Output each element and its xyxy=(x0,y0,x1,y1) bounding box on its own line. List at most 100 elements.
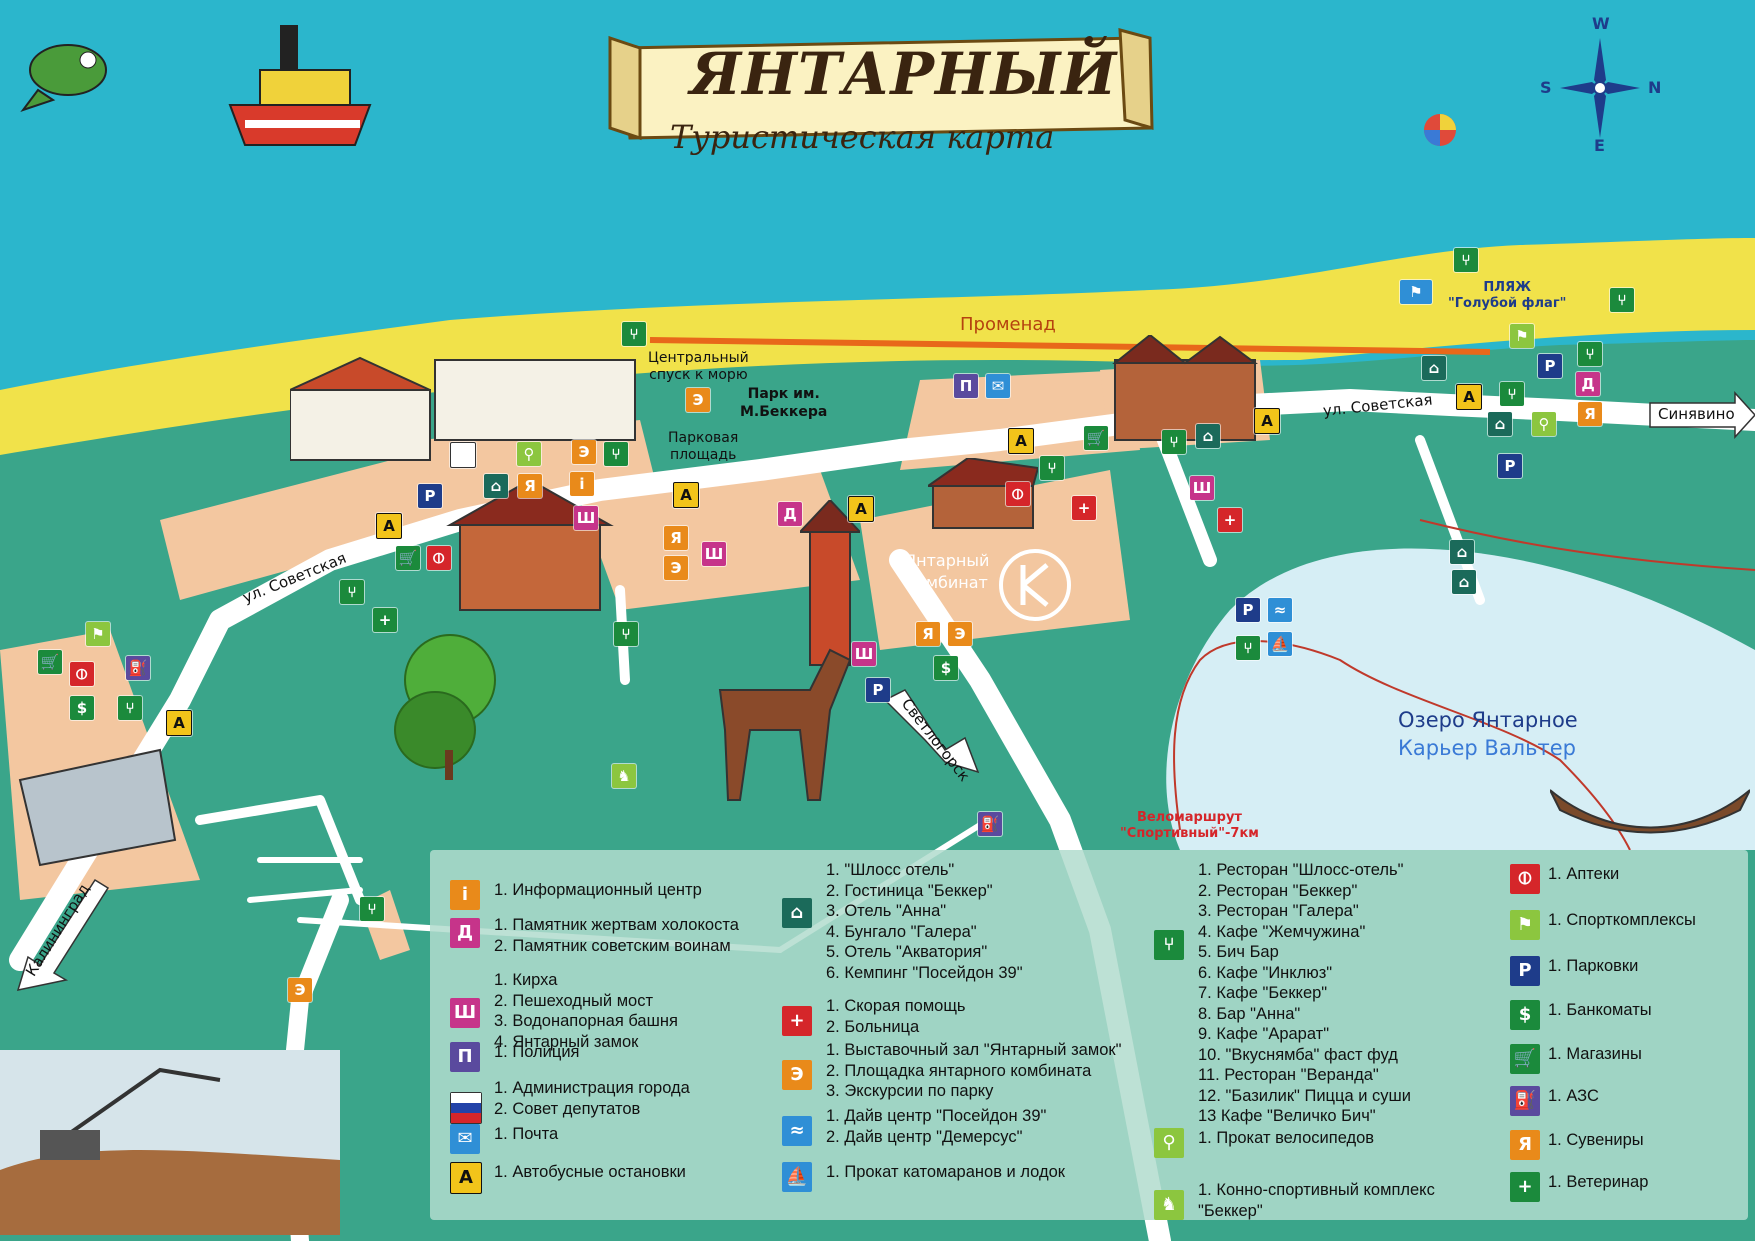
legend-item-line: 2. Площадка янтарного комбината xyxy=(826,1061,1092,1080)
restaurant-icon[interactable]: ⑂ xyxy=(1040,456,1064,480)
legend-item: 1. Автобусные остановки xyxy=(494,1162,686,1183)
bus-stop-icon[interactable]: A xyxy=(1456,384,1482,410)
exhibition-icon[interactable]: Э xyxy=(686,388,710,412)
dive-icon[interactable]: ≈ xyxy=(1268,598,1292,622)
souvenir-icon[interactable]: Я xyxy=(664,526,688,550)
hotel-icon[interactable]: ⌂ xyxy=(1422,356,1446,380)
pharmacy-icon[interactable]: ⦶ xyxy=(70,662,94,686)
exhibition-icon[interactable]: Э xyxy=(948,622,972,646)
parking-icon[interactable]: P xyxy=(1498,454,1522,478)
restaurant-icon[interactable]: ⑂ xyxy=(1236,636,1260,660)
mail-icon: ✉ xyxy=(450,1124,480,1154)
landmark-icon[interactable]: Ш xyxy=(852,642,876,666)
parking-icon: P xyxy=(1510,956,1540,986)
info-icon[interactable]: i xyxy=(570,472,594,496)
shop-icon[interactable]: 🛒 xyxy=(396,546,420,570)
label-park: Парк им. М.Беккера xyxy=(740,386,828,420)
bus-stop-icon[interactable]: A xyxy=(166,710,192,736)
horse-icon: ♞ xyxy=(1154,1190,1184,1220)
legend-item: 1. Спорткомплексы xyxy=(1548,910,1696,931)
sport-icon[interactable]: ⚑ xyxy=(1510,324,1534,348)
landmark-icon[interactable]: Ш xyxy=(574,506,598,530)
landmark-icon[interactable]: Ш xyxy=(702,542,726,566)
lake xyxy=(1166,548,1755,850)
shop-icon[interactable]: 🛒 xyxy=(38,650,62,674)
legend-column-2: ⌂1. "Шлосс отель"2. Гостиница "Беккер"3.… xyxy=(782,860,1152,1220)
pharmacy-icon[interactable]: ⦶ xyxy=(427,546,451,570)
souvenir-icon[interactable]: Я xyxy=(1578,402,1602,426)
legend-item: 1. Сувениры xyxy=(1548,1130,1644,1151)
restaurant-icon[interactable]: ⑂ xyxy=(614,622,638,646)
bike-rental-icon[interactable]: ⚲ xyxy=(1532,412,1556,436)
souvenir-icon[interactable]: Я xyxy=(916,622,940,646)
exhibition-icon[interactable]: Э xyxy=(664,556,688,580)
restaurant-icon: ⑂ xyxy=(1154,930,1184,960)
mail-icon[interactable]: ✉ xyxy=(986,374,1010,398)
first-aid-icon[interactable]: + xyxy=(1218,508,1242,532)
canoe-illustration xyxy=(1550,789,1750,834)
first-aid-icon[interactable]: + xyxy=(373,608,397,632)
bus-stop-icon[interactable]: A xyxy=(376,513,402,539)
restaurant-icon[interactable]: ⑂ xyxy=(1454,248,1478,272)
atm-icon: $ xyxy=(1510,1000,1540,1030)
legend-item-line: 1. Администрация города xyxy=(494,1079,690,1097)
bus-stop-icon[interactable]: A xyxy=(673,482,699,508)
hotel-icon[interactable]: ⌂ xyxy=(1488,412,1512,436)
hotel-icon[interactable]: ⌂ xyxy=(1452,570,1476,594)
restaurant-icon[interactable]: ⑂ xyxy=(118,696,142,720)
parking-icon[interactable]: P xyxy=(866,678,890,702)
boat-icon[interactable]: ⛵ xyxy=(1268,632,1292,656)
parking-icon[interactable]: P xyxy=(1236,598,1260,622)
fish-illustration xyxy=(20,44,107,112)
label-amber-plant: Янтарный комбинат xyxy=(905,551,990,592)
parking-icon[interactable]: P xyxy=(418,484,442,508)
monument-icon[interactable]: Д xyxy=(1576,372,1600,396)
legend-item-line: 3. Водонапорная башня xyxy=(494,1012,678,1030)
restaurant-icon[interactable]: ⑂ xyxy=(360,897,384,921)
horse-icon[interactable]: ♞ xyxy=(612,764,636,788)
sport-icon[interactable]: ⚑ xyxy=(86,622,110,646)
vet-icon: + xyxy=(1510,1172,1540,1202)
legend-item: 1. Прокат велосипедов xyxy=(1198,1128,1374,1149)
exhibition-icon[interactable]: Э xyxy=(572,440,596,464)
legend-item-line: 2. Больница xyxy=(826,1017,920,1036)
shop-icon[interactable]: 🛒 xyxy=(1084,426,1108,450)
police-icon[interactable]: П xyxy=(954,374,978,398)
fuel-icon[interactable]: ⛽ xyxy=(978,812,1002,836)
compass-rose-icon xyxy=(1560,38,1640,138)
restaurant-icon[interactable]: ⑂ xyxy=(604,442,628,466)
hotel-icon[interactable]: ⌂ xyxy=(484,474,508,498)
legend-item-line: 1. Ресторан "Шлосс-отель" xyxy=(1198,861,1404,879)
church-illustration xyxy=(446,480,614,611)
landmark-icon[interactable]: Ш xyxy=(1190,476,1214,500)
fuel-icon[interactable]: ⛽ xyxy=(126,656,150,680)
label-sinyavino: Синявино xyxy=(1658,405,1735,423)
first-aid-icon[interactable]: + xyxy=(1072,496,1096,520)
atm-icon[interactable]: $ xyxy=(934,656,958,680)
restaurant-icon[interactable]: ⑂ xyxy=(1500,382,1524,406)
shop-icon: 🛒 xyxy=(1510,1044,1540,1074)
legend-item-line: 4. Кафе "Жемчужина" xyxy=(1198,922,1366,941)
bike-rental-icon[interactable]: ⚲ xyxy=(517,442,541,466)
hotel-icon[interactable]: ⌂ xyxy=(1450,540,1474,564)
restaurant-icon[interactable]: ⑂ xyxy=(622,322,646,346)
parking-icon[interactable]: P xyxy=(1538,354,1562,378)
restaurant-icon[interactable]: ⑂ xyxy=(1578,342,1602,366)
bus-stop-icon[interactable]: A xyxy=(1008,428,1034,454)
bus-stop-icon[interactable]: A xyxy=(1254,408,1280,434)
legend-column-3: ⑂1. Ресторан "Шлосс-отель"2. Ресторан "Б… xyxy=(1154,860,1524,1220)
souvenir-icon[interactable]: Я xyxy=(518,474,542,498)
road-small-2 xyxy=(195,795,365,905)
hotel-icon[interactable]: ⌂ xyxy=(1196,424,1220,448)
legend-item-line: 1. Выставочный зал "Янтарный замок" xyxy=(826,1041,1122,1059)
bus-stop-icon[interactable]: A xyxy=(848,496,874,522)
monument-icon[interactable]: Д xyxy=(778,502,802,526)
exhibition-icon[interactable]: Э xyxy=(288,978,312,1002)
restaurant-icon[interactable]: ⑂ xyxy=(1162,430,1186,454)
restaurant-icon[interactable]: ⑂ xyxy=(1610,288,1634,312)
atm-icon[interactable]: $ xyxy=(70,696,94,720)
pharmacy-icon[interactable]: ⦶ xyxy=(1006,482,1030,506)
restaurant-icon[interactable]: ⑂ xyxy=(340,580,364,604)
